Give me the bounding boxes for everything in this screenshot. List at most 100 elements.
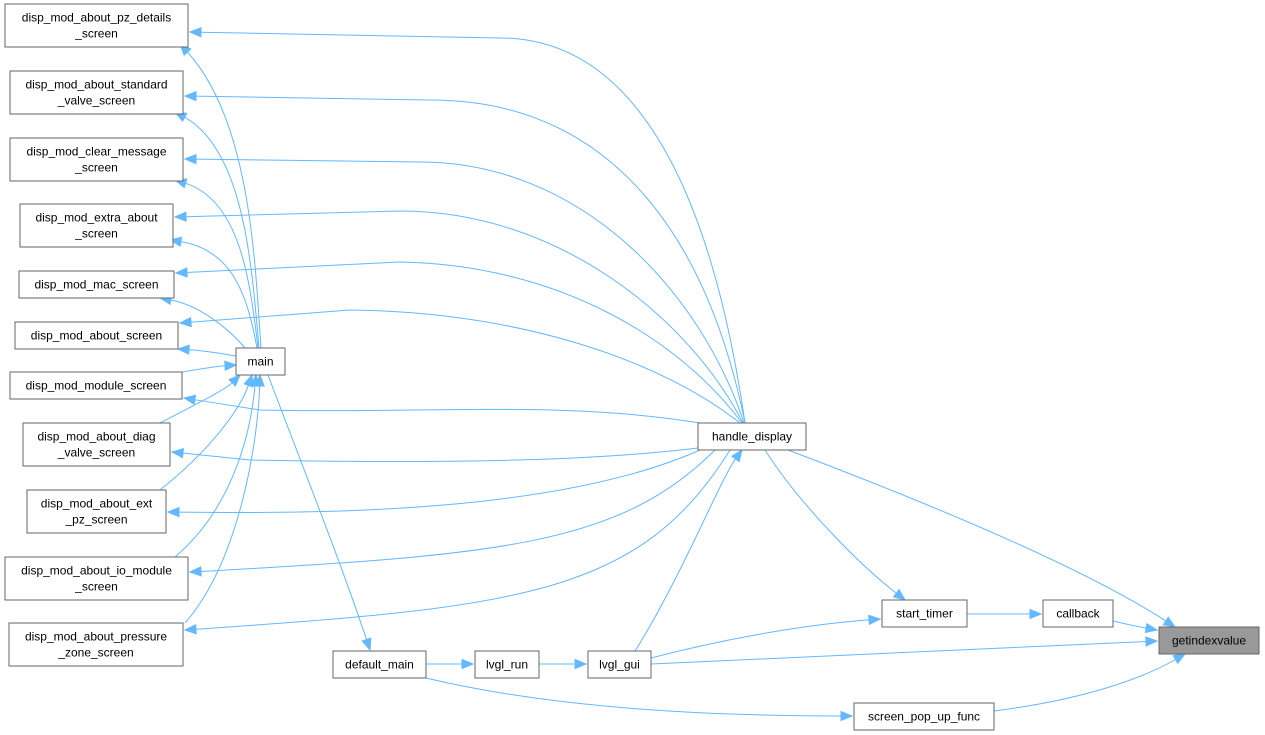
arrow-head — [361, 637, 372, 652]
node-clear-message[interactable]: disp_mod_clear_message_screen — [9, 137, 184, 182]
edge-line — [185, 261, 743, 424]
node-box[interactable] — [853, 702, 995, 731]
edge-line — [199, 449, 716, 572]
edge-handle_display-to-pressure_zone — [183, 449, 731, 635]
node-box[interactable] — [8, 622, 184, 667]
arrow-head — [176, 344, 190, 355]
node-default-main[interactable]: default_main — [332, 650, 427, 679]
node-lvgl-run[interactable]: lvgl_run — [474, 650, 540, 679]
node-box[interactable] — [4, 3, 189, 48]
node-label: lvgl_gui — [599, 658, 640, 672]
edge-handle_display-to-clear_message — [183, 153, 745, 424]
edge-handle_display-to-pz_details — [188, 26, 746, 424]
node-box[interactable] — [18, 270, 175, 299]
edge-start_timer-to-callback — [966, 608, 1043, 620]
arrow-head — [173, 211, 187, 222]
edge-lvgl_run-to-lvgl_gui — [539, 658, 588, 670]
node-box[interactable] — [9, 137, 184, 182]
node-ext-pz[interactable]: disp_mod_about_ext_pz_screen — [26, 489, 167, 534]
node-label: disp_mod_about_screen — [31, 329, 162, 343]
node-label: handle_display — [712, 430, 792, 444]
edge-line — [193, 399, 701, 424]
node-label: lvgl_run — [486, 658, 528, 672]
edge-line — [184, 384, 261, 624]
node-mac-screen[interactable]: disp_mod_mac_screen — [18, 270, 175, 299]
node-box[interactable] — [587, 650, 652, 679]
node-standard-valve[interactable]: disp_mod_about_standard_valve_screen — [9, 70, 184, 115]
edge-main-to-standard_valve — [173, 111, 260, 349]
node-box[interactable] — [1042, 599, 1114, 628]
edge-line — [186, 51, 262, 349]
arrow-head — [166, 506, 180, 518]
node-label: start_timer — [896, 607, 953, 621]
node-pressure-zone[interactable]: disp_mod_about_pressure_zone_screen — [8, 622, 184, 667]
edge-main-to-ext_pz — [159, 373, 254, 491]
arrow-head — [170, 447, 184, 459]
node-lvgl-gui[interactable]: lvgl_gui — [587, 650, 652, 679]
node-label: main — [247, 355, 273, 369]
edge-line — [194, 158, 745, 424]
node-label: callback — [1056, 607, 1100, 621]
node-label: getindexvalue — [1172, 634, 1246, 648]
node-main[interactable]: main — [235, 347, 286, 376]
node-box[interactable] — [235, 347, 286, 376]
node-box[interactable] — [14, 321, 179, 350]
arrow-head — [730, 448, 743, 463]
arrow-head — [892, 588, 907, 601]
edge-handle_display-to-mac_screen — [174, 261, 743, 424]
node-box[interactable] — [474, 650, 540, 679]
node-diag-valve[interactable]: disp_mod_about_diag _valve_screen — [22, 422, 171, 467]
edge-handle_display-to-module_screen — [182, 394, 701, 424]
node-box[interactable] — [19, 203, 174, 248]
arrow-head — [1162, 616, 1177, 628]
edges-layer — [158, 26, 1187, 722]
arrow-head — [228, 374, 241, 387]
node-box[interactable] — [4, 556, 189, 601]
edge-default_main-to-lvgl_run — [426, 658, 475, 670]
edge-line — [187, 349, 237, 357]
node-getindexvalue[interactable]: getindexvalue — [1158, 626, 1260, 655]
edge-line — [181, 447, 699, 463]
arrow-head — [840, 710, 854, 722]
node-label: default_main — [345, 658, 414, 672]
node-box[interactable] — [9, 371, 183, 400]
node-handle-display[interactable]: handle_display — [697, 422, 807, 451]
node-callback[interactable]: callback — [1042, 599, 1114, 628]
node-label: disp_mod_about_ext — [41, 497, 153, 511]
arrow-head — [178, 316, 192, 328]
node-pz-details[interactable]: disp_mod_about_pz_details_screen — [4, 3, 189, 48]
edge-main-to-about_screen — [176, 344, 237, 357]
edge-main-to-pz_details — [179, 43, 262, 349]
node-about-screen[interactable]: disp_mod_about_screen — [14, 321, 179, 350]
arrow-head — [183, 90, 197, 102]
node-start-timer[interactable]: start_timer — [881, 599, 968, 628]
node-box[interactable] — [26, 489, 167, 534]
node-extra-about[interactable]: disp_mod_extra_about_screen — [19, 203, 174, 248]
edge-handle_display-to-extra_about — [173, 210, 744, 424]
edge-line — [194, 449, 731, 630]
arrow-head — [254, 373, 265, 387]
node-box[interactable] — [332, 650, 427, 679]
edge-line — [184, 182, 259, 349]
node-label: _screen — [74, 580, 118, 594]
node-box[interactable] — [881, 599, 968, 628]
arrow-head — [188, 566, 202, 577]
edge-line — [993, 658, 1177, 712]
node-label: _valve_screen — [57, 446, 135, 460]
node-box[interactable] — [697, 422, 807, 451]
node-box[interactable] — [9, 70, 184, 115]
node-box[interactable] — [22, 422, 171, 467]
node-box[interactable] — [1158, 626, 1260, 655]
node-io-module[interactable]: disp_mod_about_io_module_screen — [4, 556, 189, 601]
edge-screen_pop_up_func-to-getindexvalue — [993, 653, 1187, 712]
node-module-screen[interactable]: disp_mod_module_screen — [9, 371, 183, 400]
edge-line — [425, 677, 843, 717]
node-label: disp_mod_module_screen — [26, 379, 167, 393]
node-screen-pop-up-func[interactable]: screen_pop_up_func — [853, 702, 995, 731]
edge-line — [787, 449, 1167, 622]
node-label: disp_mod_about_diag — [37, 430, 155, 444]
edge-main-to-module_screen — [181, 360, 238, 373]
edge-line — [179, 241, 258, 349]
edge-line — [1112, 620, 1148, 629]
